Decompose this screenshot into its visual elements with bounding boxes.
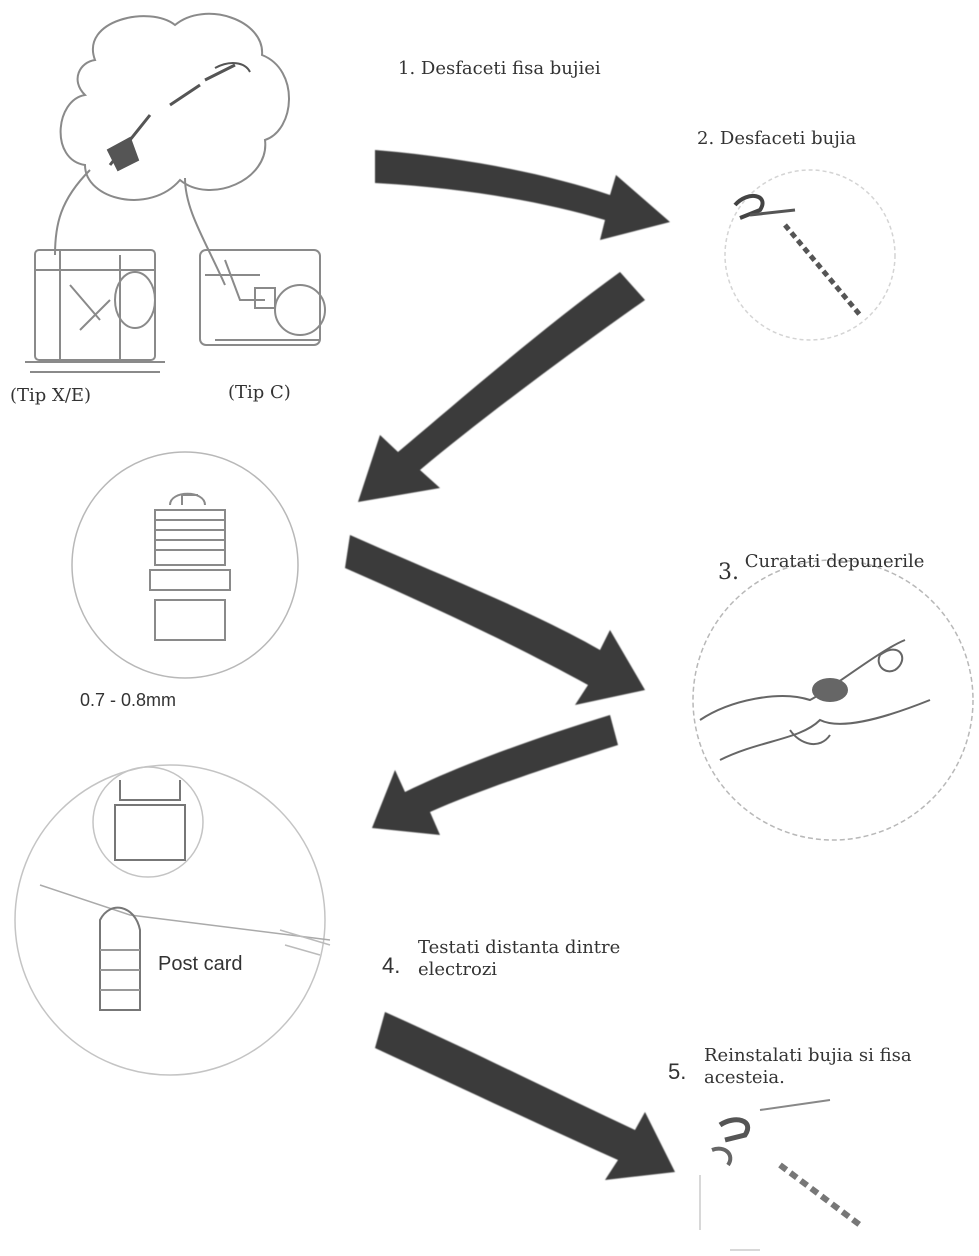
feeler-card-icon: [14, 764, 331, 1076]
step-4-label: 4. Testati distanta dintre electrozi: [382, 937, 620, 980]
spark-plug-cap-callout: [59, 12, 290, 201]
step-number: 3.: [718, 560, 739, 585]
arrow-step2-to-plug: [358, 272, 645, 502]
step-text: Testati distanta dintre electrozi: [418, 937, 621, 980]
cleaning-brush-icon: [692, 559, 974, 841]
step-5-label: 5. Reinstalati bujia si fisa acesteia.: [668, 1045, 912, 1088]
arrow-step3-to-card: [372, 715, 618, 835]
leader-line-xe: [54, 169, 91, 256]
spark-plug-icon: [71, 451, 299, 679]
step-1-label: 1. Desfaceti fisa bujiei: [398, 58, 601, 80]
tip-xe-label: (Tip X/E): [10, 385, 92, 406]
step-number: 5.: [668, 1059, 687, 1084]
step-number: 1.: [398, 58, 416, 79]
step-text: Desfaceti bujia: [719, 128, 857, 149]
step-3-label: 3. Curatati depunerile: [718, 548, 925, 585]
step-text: Curatati depunerile: [744, 551, 925, 572]
spark-plug-wrench-icon: [699, 1099, 862, 1251]
step-number: 4.: [382, 953, 401, 978]
post-card-label: Post card: [158, 953, 243, 975]
step-text: Desfaceti fisa bujiei: [420, 58, 601, 79]
gap-label: 0.7 - 0.8mm: [80, 690, 177, 710]
leader-line-c: [184, 177, 226, 286]
engine-icon: [199, 249, 326, 346]
spark-plug-wrench-icon: [724, 169, 896, 341]
tip-c-label: (Tip C): [228, 382, 291, 403]
step-text: Reinstalati bujia si fisa acesteia.: [704, 1045, 912, 1088]
arrow-plug-to-step3: [345, 535, 645, 705]
engine-icon: [25, 249, 165, 373]
flow-arrows: [345, 150, 675, 1180]
step-number: 2.: [697, 128, 715, 149]
arrow-step1-to-step2: [375, 150, 670, 240]
arrow-card-to-step5: [375, 1012, 675, 1180]
step-2-label: 2. Desfaceti bujia: [697, 128, 856, 150]
